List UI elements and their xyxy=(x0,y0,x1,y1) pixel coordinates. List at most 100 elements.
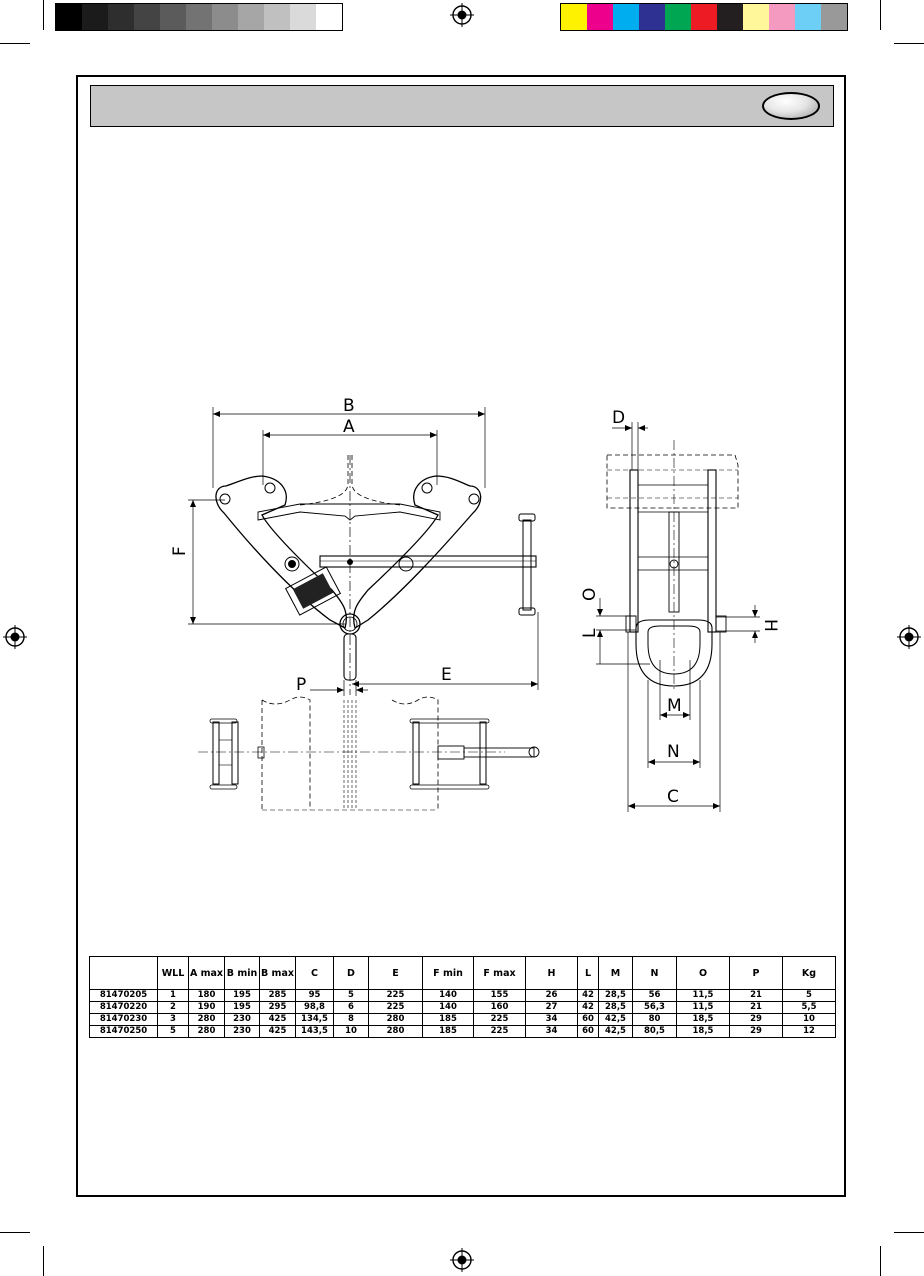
column-header: O xyxy=(676,956,730,990)
crop-mark xyxy=(894,1232,924,1233)
column-header: C xyxy=(295,956,334,990)
table-cell: 185 xyxy=(422,1013,474,1026)
crop-mark xyxy=(43,1246,44,1276)
table-cell: 195 xyxy=(224,1001,260,1014)
dimension-label-c: C xyxy=(667,787,679,807)
column-header: P xyxy=(729,956,783,990)
column-header: Kg xyxy=(782,956,836,990)
dimension-label-o: O xyxy=(580,588,600,601)
table-cell: 10 xyxy=(782,1013,836,1026)
table-cell: 190 xyxy=(188,1001,225,1014)
column-header: B min xyxy=(224,956,260,990)
table-cell: 160 xyxy=(473,1001,526,1014)
dimension-label-e: E xyxy=(441,665,452,685)
table-cell: 26 xyxy=(525,989,578,1002)
column-header: H xyxy=(525,956,578,990)
process-color-swatch xyxy=(717,4,743,30)
registration-mark-bottom-icon xyxy=(450,1248,474,1272)
table-cell: 425 xyxy=(259,1025,296,1038)
table-cell: 34 xyxy=(525,1025,578,1038)
table-cell: 195 xyxy=(224,989,260,1002)
table-cell: 6 xyxy=(333,1001,369,1014)
table-cell: 143,5 xyxy=(295,1025,334,1038)
process-color-swatch xyxy=(743,4,769,30)
dimension-label-d: D xyxy=(612,408,625,428)
table-cell: 1 xyxy=(157,989,189,1002)
table-cell: 280 xyxy=(188,1025,225,1038)
column-header: E xyxy=(368,956,423,990)
table-cell: 80,5 xyxy=(632,1025,677,1038)
column-header: WLL xyxy=(157,956,189,990)
grayscale-swatch xyxy=(290,4,316,30)
column-header: F max xyxy=(473,956,526,990)
table-cell: 10 xyxy=(333,1025,369,1038)
table-cell: 21 xyxy=(729,1001,783,1014)
column-header: D xyxy=(333,956,369,990)
table-cell: 225 xyxy=(473,1025,526,1038)
table-cell: 3 xyxy=(157,1013,189,1026)
table-cell: 225 xyxy=(473,1013,526,1026)
table-cell: 11,5 xyxy=(676,989,730,1002)
table-cell: 5,5 xyxy=(782,1001,836,1014)
process-color-swatch xyxy=(613,4,639,30)
column-header: F min xyxy=(422,956,474,990)
table-cell: 280 xyxy=(188,1013,225,1026)
process-color-swatch xyxy=(769,4,795,30)
table-cell: 230 xyxy=(224,1025,260,1038)
crop-mark xyxy=(880,0,881,30)
header-bar xyxy=(90,85,834,127)
table-cell: 12 xyxy=(782,1025,836,1038)
grayscale-swatch xyxy=(56,4,82,30)
process-color-swatch xyxy=(665,4,691,30)
column-header: N xyxy=(632,956,677,990)
column-header: L xyxy=(577,956,599,990)
crop-mark xyxy=(894,43,924,44)
table-cell: 29 xyxy=(729,1013,783,1026)
article-code-cell: 81470230 xyxy=(89,1013,158,1026)
table-cell: 295 xyxy=(259,1001,296,1014)
crop-mark xyxy=(0,43,30,44)
registration-mark-left-icon xyxy=(3,625,27,649)
table-cell: 80 xyxy=(632,1013,677,1026)
table-cell: 11,5 xyxy=(676,1001,730,1014)
dimension-label-f: F xyxy=(170,546,190,556)
registration-mark-top-icon xyxy=(450,3,474,27)
table-cell: 56,3 xyxy=(632,1001,677,1014)
grayscale-swatch xyxy=(238,4,264,30)
table-cell: 18,5 xyxy=(676,1025,730,1038)
table-cell: 140 xyxy=(422,1001,474,1014)
table-cell: 2 xyxy=(157,1001,189,1014)
grayscale-swatch xyxy=(212,4,238,30)
article-code-cell: 81470250 xyxy=(89,1025,158,1038)
table-cell: 27 xyxy=(525,1001,578,1014)
process-color-bar xyxy=(560,3,848,31)
table-cell: 280 xyxy=(368,1013,423,1026)
grayscale-swatch xyxy=(264,4,290,30)
table-cell: 28,5 xyxy=(598,989,633,1002)
process-color-swatch xyxy=(639,4,665,30)
grayscale-swatch xyxy=(82,4,108,30)
dimension-label-h: H xyxy=(760,619,780,632)
table-cell: 28,5 xyxy=(598,1001,633,1014)
page-frame xyxy=(76,75,846,1197)
table-cell: 95 xyxy=(295,989,334,1002)
grayscale-color-bar xyxy=(55,3,343,31)
crop-mark xyxy=(43,0,44,30)
registration-mark-right-icon xyxy=(897,625,921,649)
process-color-swatch xyxy=(587,4,613,30)
table-cell: 185 xyxy=(422,1025,474,1038)
crop-mark xyxy=(0,1232,30,1233)
dimension-label-m: M xyxy=(667,696,682,716)
column-header xyxy=(89,956,158,990)
table-cell: 134,5 xyxy=(295,1013,334,1026)
table-cell: 29 xyxy=(729,1025,783,1038)
table-cell: 140 xyxy=(422,989,474,1002)
article-code-cell: 81470205 xyxy=(89,989,158,1002)
table-cell: 42 xyxy=(577,989,599,1002)
